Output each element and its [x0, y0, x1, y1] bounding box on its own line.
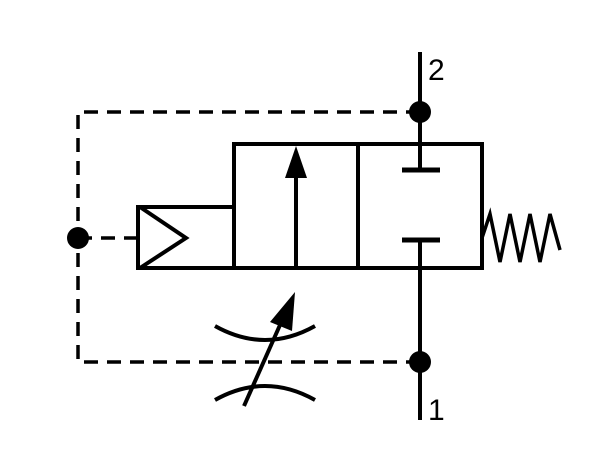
pilot-line-top [76, 110, 420, 238]
blocked-ports [402, 167, 440, 243]
flow-arrow [285, 146, 307, 268]
throttle-arc-bottom [214, 384, 316, 402]
junction-dots [67, 101, 431, 373]
return-spring [480, 207, 562, 263]
junction-dot-bottom [409, 351, 431, 373]
junction-dot-left [67, 227, 89, 249]
flow-arrow-head [285, 146, 307, 178]
junction-dot-top [409, 101, 431, 123]
pilot-actuator [136, 205, 236, 270]
throttle-arc-top [214, 324, 316, 342]
pilot-triangle [138, 205, 190, 270]
throttle-adjust-arrow-head [270, 292, 295, 331]
pilot-line-bottom [76, 238, 420, 364]
adjustable-throttle [214, 292, 316, 407]
port-2-label: 2 [428, 54, 445, 87]
valve-envelope-right [356, 142, 484, 270]
port-1-label: 1 [428, 394, 445, 427]
throttle-adjust-arrow-shaft [242, 315, 286, 407]
pilot-lines [76, 110, 420, 364]
valve-body [232, 142, 484, 270]
